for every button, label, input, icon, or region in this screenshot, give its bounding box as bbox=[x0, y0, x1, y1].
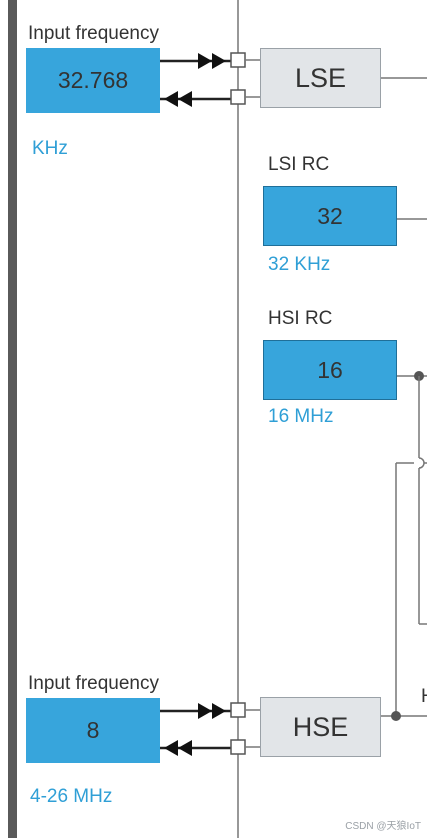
lse-frequency-input[interactable]: 32.768 bbox=[26, 48, 160, 113]
hsi-value-box: 16 bbox=[263, 340, 397, 400]
watermark: CSDN @天狼IoT bbox=[345, 821, 421, 832]
lsi-unit-label: 32 KHz bbox=[268, 254, 331, 275]
lse-input-label: Input frequency bbox=[28, 23, 159, 44]
lsi-title: LSI RC bbox=[268, 154, 330, 175]
hse-block[interactable]: HSE bbox=[260, 697, 381, 757]
hsi-unit-label: 16 MHz bbox=[268, 406, 334, 427]
hse-frequency-input[interactable]: 8 bbox=[26, 698, 160, 763]
hse-input-label: Input frequency bbox=[28, 673, 159, 694]
lse-block[interactable]: LSE bbox=[260, 48, 381, 108]
lsi-value-box: 32 bbox=[263, 186, 397, 246]
hsi-title: HSI RC bbox=[268, 308, 333, 329]
hse-unit-label: 4-26 MHz bbox=[30, 786, 113, 807]
left-border bbox=[8, 0, 17, 838]
lse-unit-label: KHz bbox=[32, 138, 68, 159]
hse-clipped-label: H bbox=[421, 686, 427, 708]
